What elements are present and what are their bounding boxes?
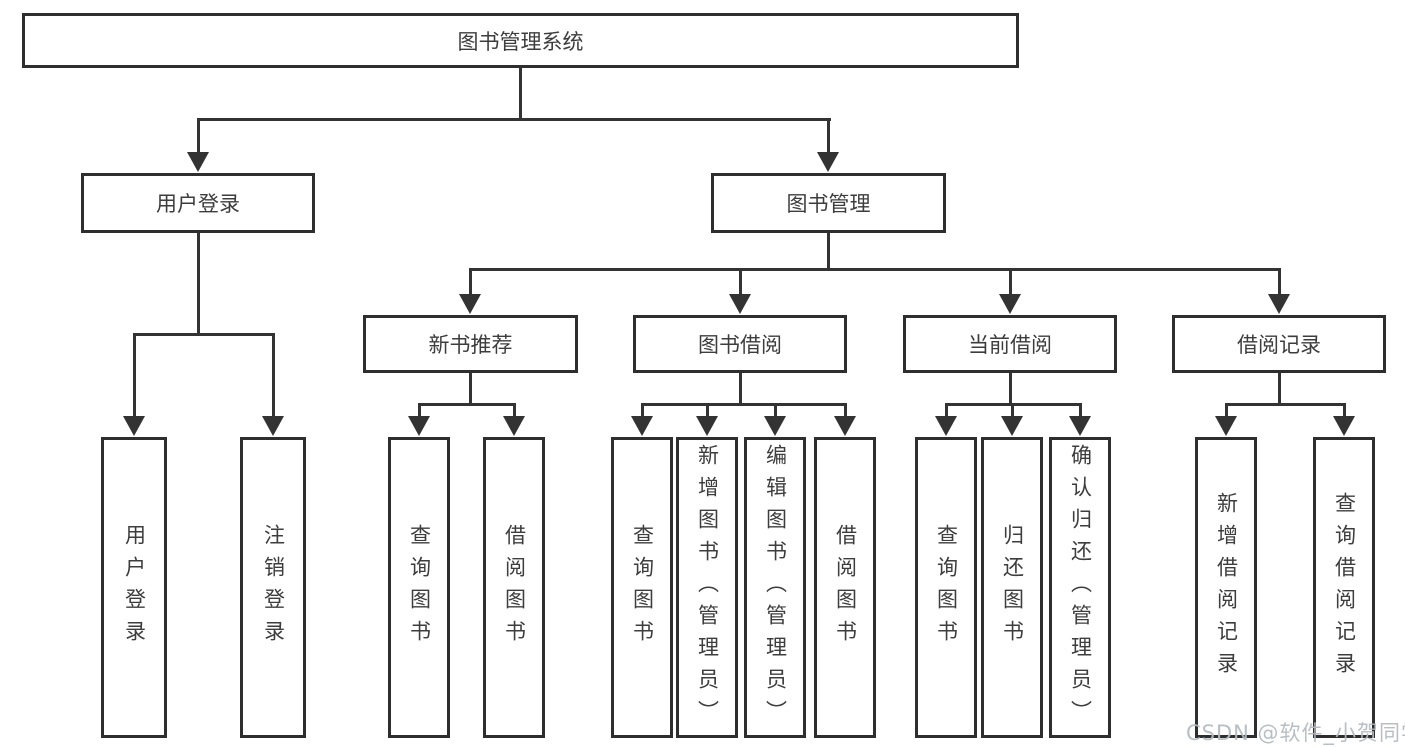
node-new-book-recommend: 新书推荐: [363, 315, 578, 373]
connector-line: [1009, 268, 1012, 296]
leaf-user-login-label: 用户登录: [122, 523, 147, 652]
leaf-nb-borrow-books: 借阅图书: [483, 437, 545, 738]
connector-line: [133, 333, 275, 336]
connector-line: [1278, 268, 1281, 296]
arrow-down-icon: [1215, 416, 1237, 436]
leaf-cb-query-books-label: 查询图书: [934, 523, 959, 652]
connector-line: [197, 118, 200, 154]
leaf-bb-edit-books-admin: 编辑图书（管理员）: [744, 437, 806, 738]
connector-line: [827, 118, 830, 154]
arrow-down-icon: [1069, 416, 1091, 436]
arrow-down-icon: [262, 416, 284, 436]
connector-line: [739, 268, 742, 296]
arrow-down-icon: [1001, 416, 1023, 436]
leaf-cb-confirm-return-admin-label: 确认归还（管理员）: [1068, 443, 1093, 732]
leaf-user-login: 用户登录: [101, 437, 167, 738]
connector-line: [1343, 403, 1346, 419]
leaf-cb-query-books: 查询图书: [915, 437, 977, 738]
connector-line: [197, 232, 200, 336]
leaf-cb-return-books: 归还图书: [981, 437, 1043, 738]
connector-line: [1225, 403, 1345, 406]
leaf-bb-borrow-books: 借阅图书: [814, 437, 876, 738]
arrow-down-icon: [696, 416, 718, 436]
leaf-br-add-record-label: 新增借阅记录: [1214, 491, 1239, 684]
node-root-label: 图书管理系统: [457, 29, 584, 54]
node-current-borrowing: 当前借阅: [903, 315, 1117, 373]
connector-line: [739, 371, 742, 406]
node-borrow-records: 借阅记录: [1172, 315, 1386, 373]
arrow-down-icon: [935, 416, 957, 436]
arrow-down-icon: [459, 294, 481, 314]
connector-line: [1079, 403, 1082, 419]
node-book-borrowing: 图书借阅: [633, 315, 847, 373]
connector-line: [418, 403, 516, 406]
node-book-management: 图书管理: [711, 173, 946, 233]
arrow-down-icon: [729, 294, 751, 314]
arrow-down-icon: [764, 416, 786, 436]
connector-line: [844, 403, 847, 419]
node-book-borrowing-label: 图书借阅: [698, 333, 782, 357]
arrow-down-icon: [187, 152, 209, 172]
arrow-down-icon: [631, 416, 653, 436]
connector-line: [1009, 371, 1012, 406]
leaf-nb-query-books: 查询图书: [388, 437, 450, 738]
connector-line: [197, 118, 831, 121]
csdn-watermark: CSDN @软件_小贺同学: [1186, 721, 1405, 745]
leaf-cb-return-books-label: 归还图书: [1000, 523, 1025, 652]
leaf-br-add-record: 新增借阅记录: [1195, 437, 1257, 738]
arrow-down-icon: [408, 416, 430, 436]
leaf-cb-confirm-return-admin: 确认归还（管理员）: [1049, 437, 1111, 738]
connector-line: [827, 232, 830, 271]
connector-line: [418, 403, 421, 419]
node-current-borrowing-label: 当前借阅: [968, 333, 1052, 357]
arrow-down-icon: [123, 416, 145, 436]
leaf-br-query-record: 查询借阅记录: [1313, 437, 1375, 738]
connector-line: [272, 333, 275, 419]
node-user-login: 用户登录: [81, 173, 315, 233]
leaf-br-query-record-label: 查询借阅记录: [1332, 491, 1357, 684]
connector-line: [945, 403, 948, 419]
leaf-logout-label: 注销登录: [261, 523, 286, 652]
leaf-bb-add-books-admin: 新增图书（管理员）: [676, 437, 738, 738]
connector-line: [1278, 371, 1281, 406]
leaf-nb-borrow-books-label: 借阅图书: [502, 523, 527, 652]
connector-line: [519, 67, 522, 120]
connector-line: [469, 371, 472, 406]
arrow-down-icon: [1333, 416, 1355, 436]
leaf-bb-borrow-books-label: 借阅图书: [833, 523, 858, 652]
connector-line: [774, 403, 777, 419]
arrow-down-icon: [817, 152, 839, 172]
connector-line: [1011, 403, 1014, 419]
leaf-nb-query-books-label: 查询图书: [407, 523, 432, 652]
connector-line: [641, 403, 846, 406]
node-book-management-label: 图书管理: [786, 192, 871, 216]
node-borrow-records-label: 借阅记录: [1237, 333, 1321, 357]
connector-line: [469, 268, 1281, 271]
leaf-bb-query-books-label: 查询图书: [630, 523, 655, 652]
node-new-book-recommend-label: 新书推荐: [428, 333, 513, 357]
arrow-down-icon: [834, 416, 856, 436]
arrow-down-icon: [1268, 294, 1290, 314]
node-root: 图书管理系统: [22, 13, 1019, 68]
node-user-login-label: 用户登录: [156, 192, 240, 216]
leaf-bb-add-books-admin-label: 新增图书（管理员）: [695, 443, 720, 732]
connector-line: [133, 333, 136, 419]
connector-line: [641, 403, 644, 419]
connector-line: [513, 403, 516, 419]
leaf-logout: 注销登录: [240, 437, 306, 738]
connector-line: [469, 268, 472, 296]
arrow-down-icon: [503, 416, 525, 436]
connector-line: [706, 403, 709, 419]
connector-line: [1225, 403, 1228, 419]
arrow-down-icon: [999, 294, 1021, 314]
leaf-bb-edit-books-admin-label: 编辑图书（管理员）: [763, 443, 788, 732]
leaf-bb-query-books: 查询图书: [611, 437, 673, 738]
